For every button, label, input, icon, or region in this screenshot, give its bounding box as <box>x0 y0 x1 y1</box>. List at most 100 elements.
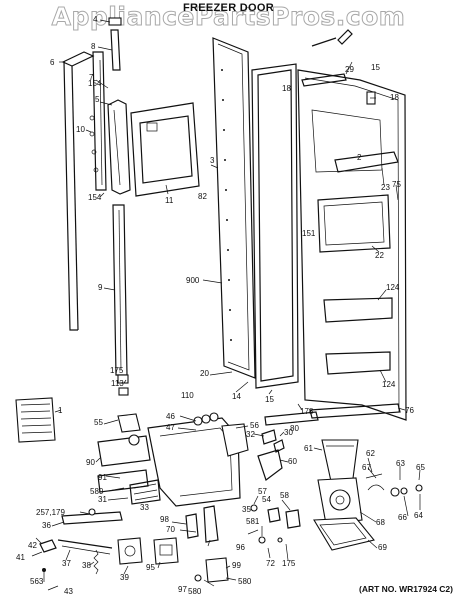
callout-58: 58 <box>280 491 289 500</box>
callout-581: 581 <box>246 517 260 526</box>
callout-580: 580 <box>90 487 104 496</box>
part-lever-36 <box>61 508 123 525</box>
part-parts-57-58 <box>250 504 301 544</box>
part-outer-door-900 <box>212 37 256 379</box>
callout-15b: 15 <box>265 395 274 404</box>
callout-2: 2 <box>357 153 362 162</box>
callout-33: 33 <box>140 503 149 512</box>
callout-56: 56 <box>250 421 259 430</box>
callout-18b: 18 <box>390 93 399 102</box>
callout-67: 67 <box>362 463 371 472</box>
callout-82: 82 <box>198 192 207 201</box>
callout-6: 6 <box>50 58 55 67</box>
watermark: AppliancePartsPros.com <box>51 2 406 32</box>
callout-14: 14 <box>232 392 241 401</box>
callout-113: 113 <box>111 379 124 388</box>
callout-55: 55 <box>94 418 103 427</box>
callout-75: 75 <box>392 180 401 189</box>
callout-5: 5 <box>95 95 100 104</box>
callout-15: 15 <box>371 63 380 72</box>
part-switch-95 <box>153 537 179 565</box>
callout-31: 31 <box>98 495 107 504</box>
callout-95: 95 <box>146 563 155 572</box>
part-screw-563 <box>42 568 46 572</box>
callout-36: 36 <box>42 521 51 530</box>
part-door-liner <box>297 69 407 421</box>
callout-23: 23 <box>381 183 390 192</box>
callout-64: 64 <box>414 511 423 520</box>
callout-60: 60 <box>288 457 297 466</box>
callout-22: 22 <box>375 251 384 260</box>
callout-labels: 6 4 8 7 154 5 10 154 9 11 3 82 900 175 1… <box>16 15 425 596</box>
art-number: (ART NO. WR17924 C2) <box>359 584 453 594</box>
callout-29: 29 <box>345 65 354 74</box>
callout-90: 90 <box>86 458 95 467</box>
part-bracket-60 <box>257 449 283 481</box>
callout-72: 72 <box>266 559 275 568</box>
part-bowl-69 <box>313 517 375 551</box>
callout-900: 900 <box>186 276 200 285</box>
part-spring-38 <box>93 549 99 575</box>
part-assembly-68 <box>317 477 363 525</box>
callout-580c: 580 <box>238 577 252 586</box>
callout-99: 99 <box>232 561 241 570</box>
callout-110: 110 <box>181 391 194 400</box>
callout-35: 35 <box>242 505 251 514</box>
callout-178: 178 <box>300 407 314 416</box>
callout-98: 98 <box>160 515 169 524</box>
callout-68: 68 <box>376 518 385 527</box>
callout-32: 32 <box>246 430 255 439</box>
part-trim-9 <box>112 204 128 376</box>
part-motor-39 <box>117 537 143 565</box>
callout-63: 63 <box>396 459 405 468</box>
callout-30: 30 <box>284 428 293 437</box>
part-dispenser-housing <box>97 417 241 507</box>
part-cap-4-8 <box>108 17 122 71</box>
callout-97: 97 <box>178 585 187 594</box>
part-rod-37 <box>57 539 113 555</box>
callout-70: 70 <box>166 525 175 534</box>
part-motor-55 <box>117 413 141 446</box>
callout-42: 42 <box>28 541 37 550</box>
callout-57: 57 <box>258 487 267 496</box>
part-bracket-32-30 <box>261 429 285 453</box>
callout-61: 61 <box>304 444 313 453</box>
callout-54: 54 <box>262 495 271 504</box>
callout-43: 43 <box>64 587 73 596</box>
callout-1: 1 <box>58 406 63 415</box>
callout-154b: 154 <box>88 193 102 202</box>
callout-46: 46 <box>166 412 175 421</box>
callout-175: 175 <box>110 366 124 375</box>
part-bar-76 <box>264 403 401 426</box>
part-parts-62-67 <box>365 473 423 497</box>
callout-9: 9 <box>98 283 103 292</box>
callout-151: 151 <box>302 229 316 238</box>
part-clip-42 <box>39 539 57 553</box>
part-gasket-14 <box>251 63 299 389</box>
callout-4: 4 <box>93 15 98 24</box>
callout-65: 65 <box>416 463 425 472</box>
callout-175b: 175 <box>282 559 296 568</box>
part-items-29-15-111 <box>301 29 376 105</box>
callout-7: 7 <box>89 73 94 82</box>
part-door-trim-6 <box>61 51 95 331</box>
leader-lines <box>31 19 421 591</box>
part-gears-46-47 <box>193 412 219 426</box>
part-panel-99 <box>205 557 229 583</box>
callout-124: 124 <box>386 283 400 292</box>
part-plate-175-113 <box>117 374 129 396</box>
callout-563: 563 <box>30 577 44 586</box>
callout-96: 96 <box>236 543 245 552</box>
callout-154: 154 <box>88 79 102 88</box>
callout-18: 18 <box>282 84 291 93</box>
callout-580b: 580 <box>188 587 202 596</box>
callout-66: 66 <box>398 513 407 522</box>
part-card-1 <box>15 397 56 443</box>
part-chute-56 <box>221 423 249 457</box>
callout-20: 20 <box>200 369 209 378</box>
callout-37: 37 <box>62 559 71 568</box>
callout-80: 80 <box>290 424 299 433</box>
callout-11: 11 <box>165 196 174 205</box>
callout-8: 8 <box>91 42 96 51</box>
